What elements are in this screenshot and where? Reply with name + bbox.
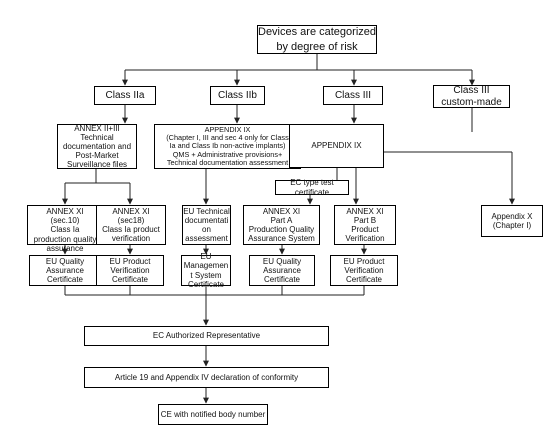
eu-technical-documentation-assessment: EU Technical documentati on assessment	[182, 205, 231, 245]
annex-xi-part-b-box: ANNEX XI Part B Product Verification	[334, 205, 396, 245]
eu-product-verification-certificate-1: EU Product Verification Certificate	[96, 255, 164, 286]
annex-ii-iii-box: ANNEX II+III Technical documentation and…	[57, 124, 137, 169]
eu-quality-assurance-certificate-2: EU Quality Assurance Certificate	[249, 255, 315, 286]
article-19-declaration: Article 19 and Appendix IV declaration o…	[84, 367, 329, 388]
ec-type-test-certificate: EC type test certificate	[275, 178, 349, 197]
class-iii-custom-made-box: Class III custom-made	[433, 85, 510, 108]
eu-product-verification-certificate-2: EU Product Verification Certificate	[330, 255, 398, 286]
annex-xi-sec18-box: ANNEX XI (sec18) Class Ia product verifi…	[96, 205, 166, 245]
ce-marking-box: CE with notified body number	[158, 404, 268, 425]
appendix-ix-main-box: APPENDIX IX (Chapter I, III and sec 4 on…	[154, 124, 301, 169]
eu-quality-assurance-certificate-1: EU Quality Assurance Certificate	[29, 255, 101, 286]
appendix-x-box: Appendix X (Chapter I)	[481, 205, 543, 237]
class-iii-box: Class III	[323, 86, 383, 105]
annex-xi-part-a-box: ANNEX XI Part A Production Quality Assur…	[243, 205, 320, 245]
annex-xi-sec10-box: ANNEX XI (sec.10) Class Ia production qu…	[27, 205, 103, 253]
eu-management-system-certificate: EU Managemen t System Certificate	[181, 252, 231, 289]
ec-authorized-representative: EC Authorized Representative	[84, 326, 329, 346]
class-iia-box: Class IIa	[94, 86, 156, 105]
appendix-ix-box: APPENDIX IX	[289, 124, 384, 168]
class-iib-box: Class IIb	[210, 86, 265, 105]
root-risk-categorization: Devices are categorized by degree of ris…	[257, 25, 377, 54]
